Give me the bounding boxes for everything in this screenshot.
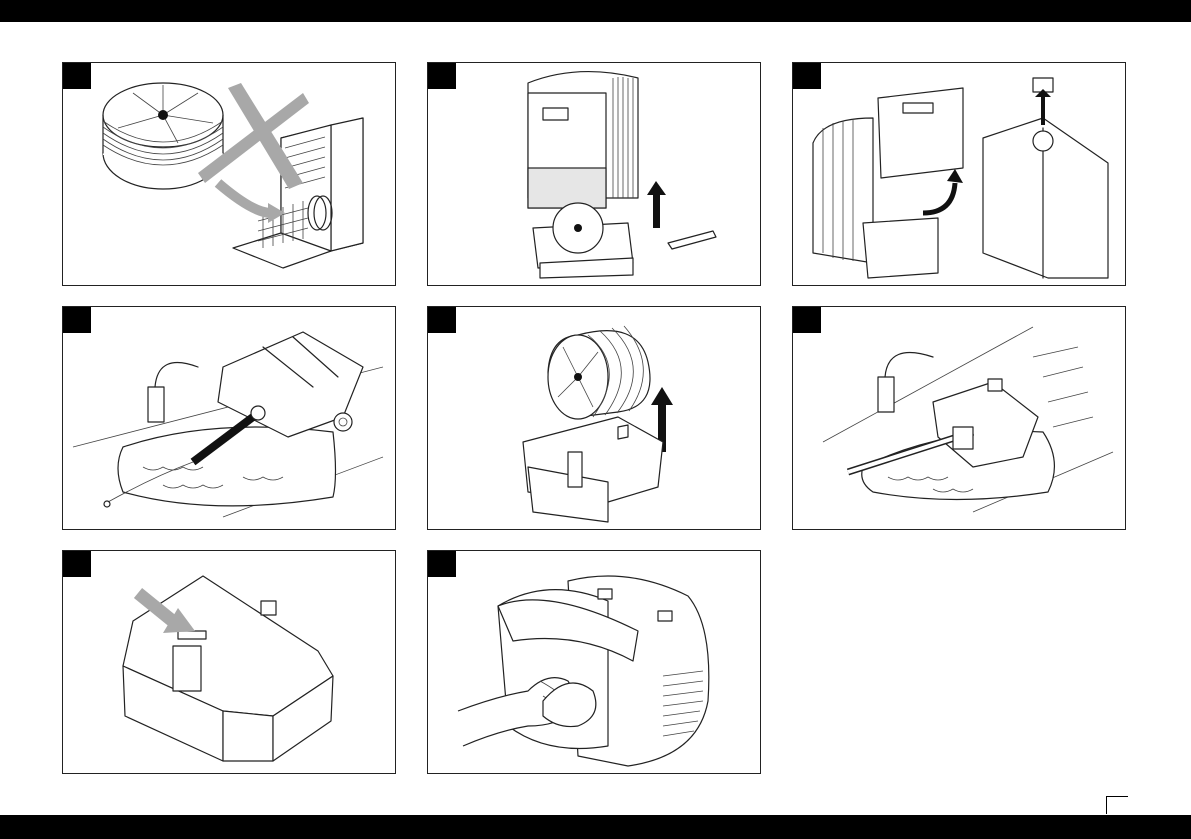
step-panel-7: [62, 550, 396, 774]
step-panel-3: [792, 62, 1126, 286]
step-panel-6: [792, 306, 1126, 530]
base-tray-icon: [523, 417, 663, 522]
cap-icon: [334, 413, 352, 431]
bottom-bar: [0, 815, 1191, 839]
step-panel-8: [427, 550, 761, 774]
step-panel-1: [62, 62, 396, 286]
water-tank-icon: [983, 78, 1108, 278]
base-tray-icon: [533, 203, 633, 278]
page-number-mark: [1106, 796, 1128, 814]
step-panel-5: [427, 306, 761, 530]
humidifier-icon: [528, 72, 638, 208]
housing-icon: [498, 576, 709, 766]
filter-disc-icon: [548, 326, 650, 419]
step-panel-2: [427, 62, 761, 286]
arrow-rotate-icon: [923, 169, 963, 213]
tap-icon: [878, 353, 933, 413]
arrow-up-icon: [647, 181, 666, 228]
clip-icon: [668, 231, 716, 249]
tap-icon: [148, 363, 198, 423]
water-tank-icon: [878, 88, 963, 178]
top-bar: [0, 0, 1191, 22]
step-panel-4: [62, 306, 396, 530]
